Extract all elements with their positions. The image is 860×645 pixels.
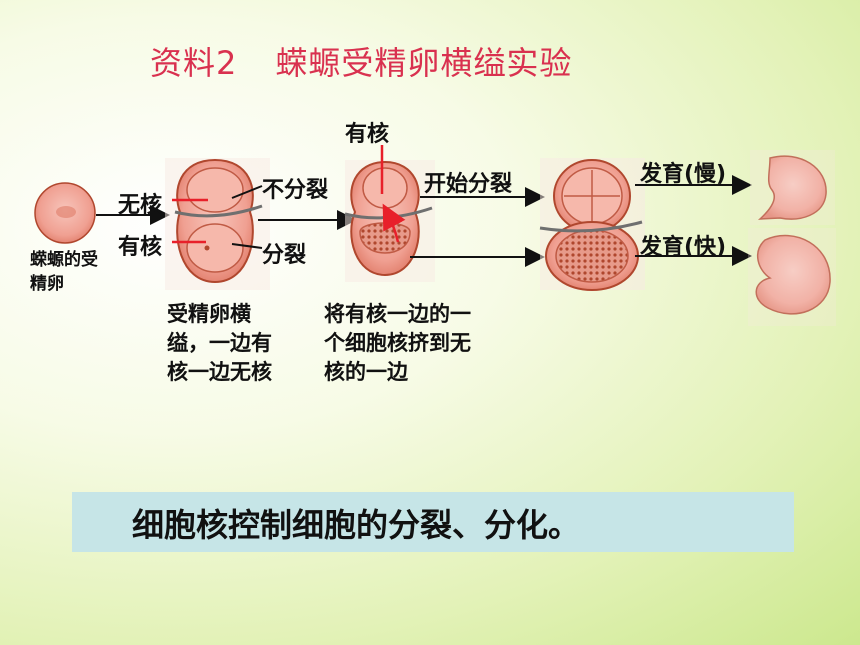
fertilized-egg <box>34 182 96 244</box>
label-no-divide: 不分裂 <box>262 178 329 203</box>
description-step2: 将有核一边的一个细胞核挤到无核的一边 <box>324 302 471 384</box>
title-main: 蝾螈受精卵横缢实验 <box>275 44 573 82</box>
pointer-divide <box>231 243 263 249</box>
label-start-divide: 开始分裂 <box>424 172 513 197</box>
conclusion-box: 细胞核控制细胞的分裂、分化。 <box>72 492 794 552</box>
conclusion-text: 细胞核控制细胞的分裂、分化。 <box>132 506 581 544</box>
description-step1: 受精卵横缢，一边有核一边无核 <box>167 302 272 384</box>
dividing-egg <box>539 158 645 291</box>
label-develop-fast: 发育(快) <box>640 235 727 260</box>
label-divide: 分裂 <box>262 243 307 268</box>
pointer-no-divide <box>231 185 263 199</box>
title-prefix: 资料2 <box>150 44 238 82</box>
constricted-egg <box>165 158 270 290</box>
label-nucleus-top: 有核 <box>345 122 390 147</box>
egg-label: 蝾螈的受精卵 <box>30 250 98 294</box>
squeeze-arrow <box>382 203 406 243</box>
embryo-slow <box>750 150 835 225</box>
label-with-nucleus: 有核 <box>118 235 163 260</box>
page-title: 资料2 蝾螈受精卵横缢实验 <box>150 38 572 84</box>
label-no-nucleus: 无核 <box>118 193 163 218</box>
embryo-fast <box>748 228 836 326</box>
label-develop-slow: 发育(慢) <box>640 162 727 187</box>
